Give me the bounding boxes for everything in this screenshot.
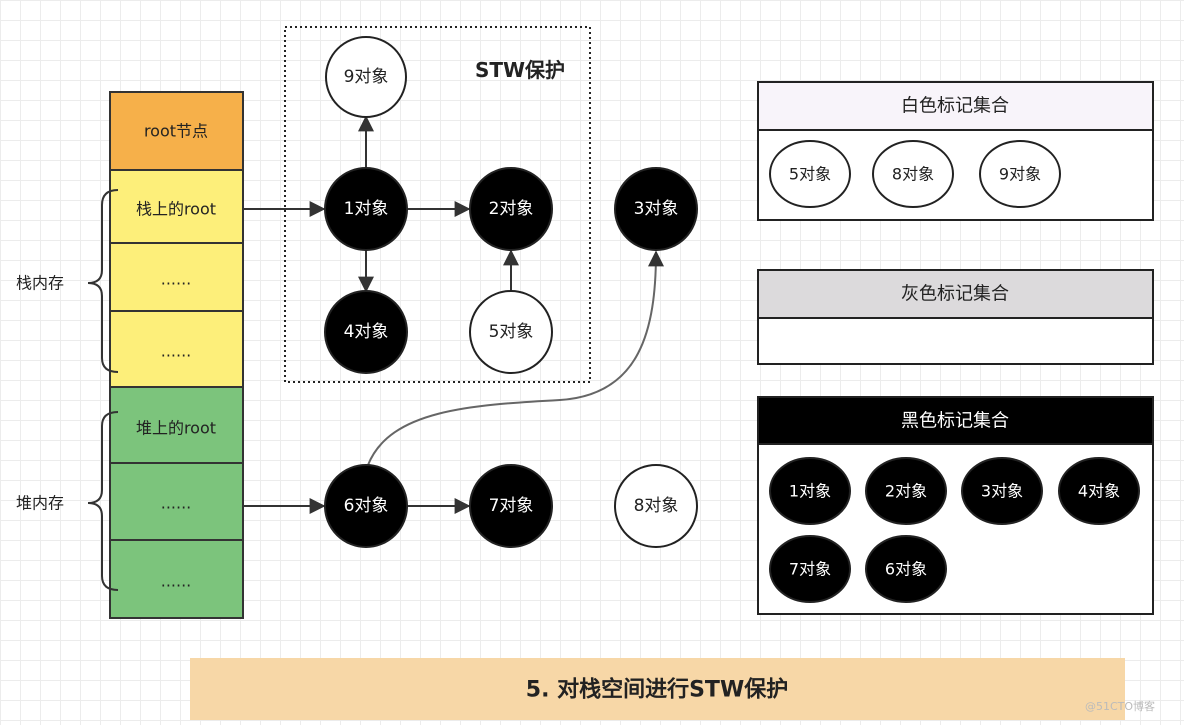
- set-item-label: 2对象: [885, 482, 927, 501]
- memory-column: root节点 栈上的root ...... ...... 堆上的root ...…: [109, 91, 244, 619]
- grey-set-title: 灰色标记集合: [901, 284, 1009, 305]
- white-set-title: 白色标记集合: [901, 96, 1009, 117]
- heap-memory-brace: [87, 411, 119, 591]
- black-mark-set: 黑色标记集合 1对象 2对象 3对象 4对象 7对象 6对象: [757, 396, 1154, 615]
- cell-label: 堆上的root: [136, 419, 216, 438]
- set-item: [769, 140, 851, 208]
- set-item-label: 4对象: [1078, 482, 1120, 501]
- set-item-label: 5对象: [789, 165, 831, 184]
- set-item-label: 6对象: [885, 560, 927, 579]
- object-node: [614, 167, 698, 251]
- object-label: 1对象: [344, 199, 389, 219]
- root-node-cell: [109, 91, 244, 171]
- object-node: [469, 167, 553, 251]
- set-item: [769, 457, 851, 525]
- object-label: 4对象: [344, 322, 389, 342]
- object-node: [324, 464, 408, 548]
- object-label: 6对象: [344, 496, 389, 516]
- set-item-label: 8对象: [892, 165, 934, 184]
- object-node: [469, 464, 553, 548]
- stw-label: STW保护: [475, 58, 565, 82]
- heap-ellipsis-cell: [109, 539, 244, 619]
- caption-band: [190, 658, 1125, 720]
- cell-label: root节点: [144, 122, 208, 141]
- set-item: [769, 535, 851, 603]
- object-node: [325, 36, 407, 118]
- black-set-header: [757, 396, 1154, 445]
- edge: [367, 250, 664, 466]
- cell-label: ......: [161, 270, 192, 289]
- set-item-label: 7对象: [789, 560, 831, 579]
- set-item-label: 9对象: [999, 165, 1041, 184]
- set-item: [865, 457, 947, 525]
- object-label: 9对象: [344, 67, 389, 87]
- cell-label: ......: [161, 494, 192, 513]
- object-node: [324, 167, 408, 251]
- object-label: 5对象: [489, 322, 534, 342]
- white-mark-set: 白色标记集合 5对象 8对象 9对象: [757, 81, 1154, 221]
- object-nodes: 9对象 1对象 2对象 3对象 4对象 5对象 6对象 7对象 8对象: [324, 36, 698, 548]
- object-label: 2对象: [489, 199, 534, 219]
- stack-memory-brace: [87, 189, 119, 373]
- grey-mark-set: 灰色标记集合: [757, 269, 1154, 365]
- cell-label: ......: [161, 572, 192, 591]
- set-item: [865, 535, 947, 603]
- set-item: [979, 140, 1061, 208]
- stack-root-cell: [109, 169, 244, 244]
- watermark: @51CTO博客: [1085, 699, 1155, 713]
- set-item-label: 1对象: [789, 482, 831, 501]
- object-node: [324, 290, 408, 374]
- set-item: [1058, 457, 1140, 525]
- object-node: [469, 290, 553, 374]
- cell-label: 栈上的root: [136, 200, 216, 219]
- set-item: [961, 457, 1043, 525]
- white-set-header: [757, 81, 1154, 131]
- stack-memory-label: 栈内存: [16, 274, 64, 293]
- caption-text: 5. 对栈空间进行STW保护: [526, 677, 788, 703]
- object-label: 7对象: [489, 496, 534, 516]
- heap-memory-label: 堆内存: [16, 494, 64, 513]
- set-item-label: 3对象: [981, 482, 1023, 501]
- reference-edges: [243, 115, 664, 514]
- object-label: 8对象: [634, 496, 679, 516]
- grey-set-header: [757, 269, 1154, 319]
- cell-label: ......: [161, 342, 192, 361]
- stack-ellipsis-cell: [109, 242, 244, 312]
- set-item: [872, 140, 954, 208]
- object-node: [614, 464, 698, 548]
- object-label: 3对象: [634, 199, 679, 219]
- black-set-title: 黑色标记集合: [901, 411, 1009, 432]
